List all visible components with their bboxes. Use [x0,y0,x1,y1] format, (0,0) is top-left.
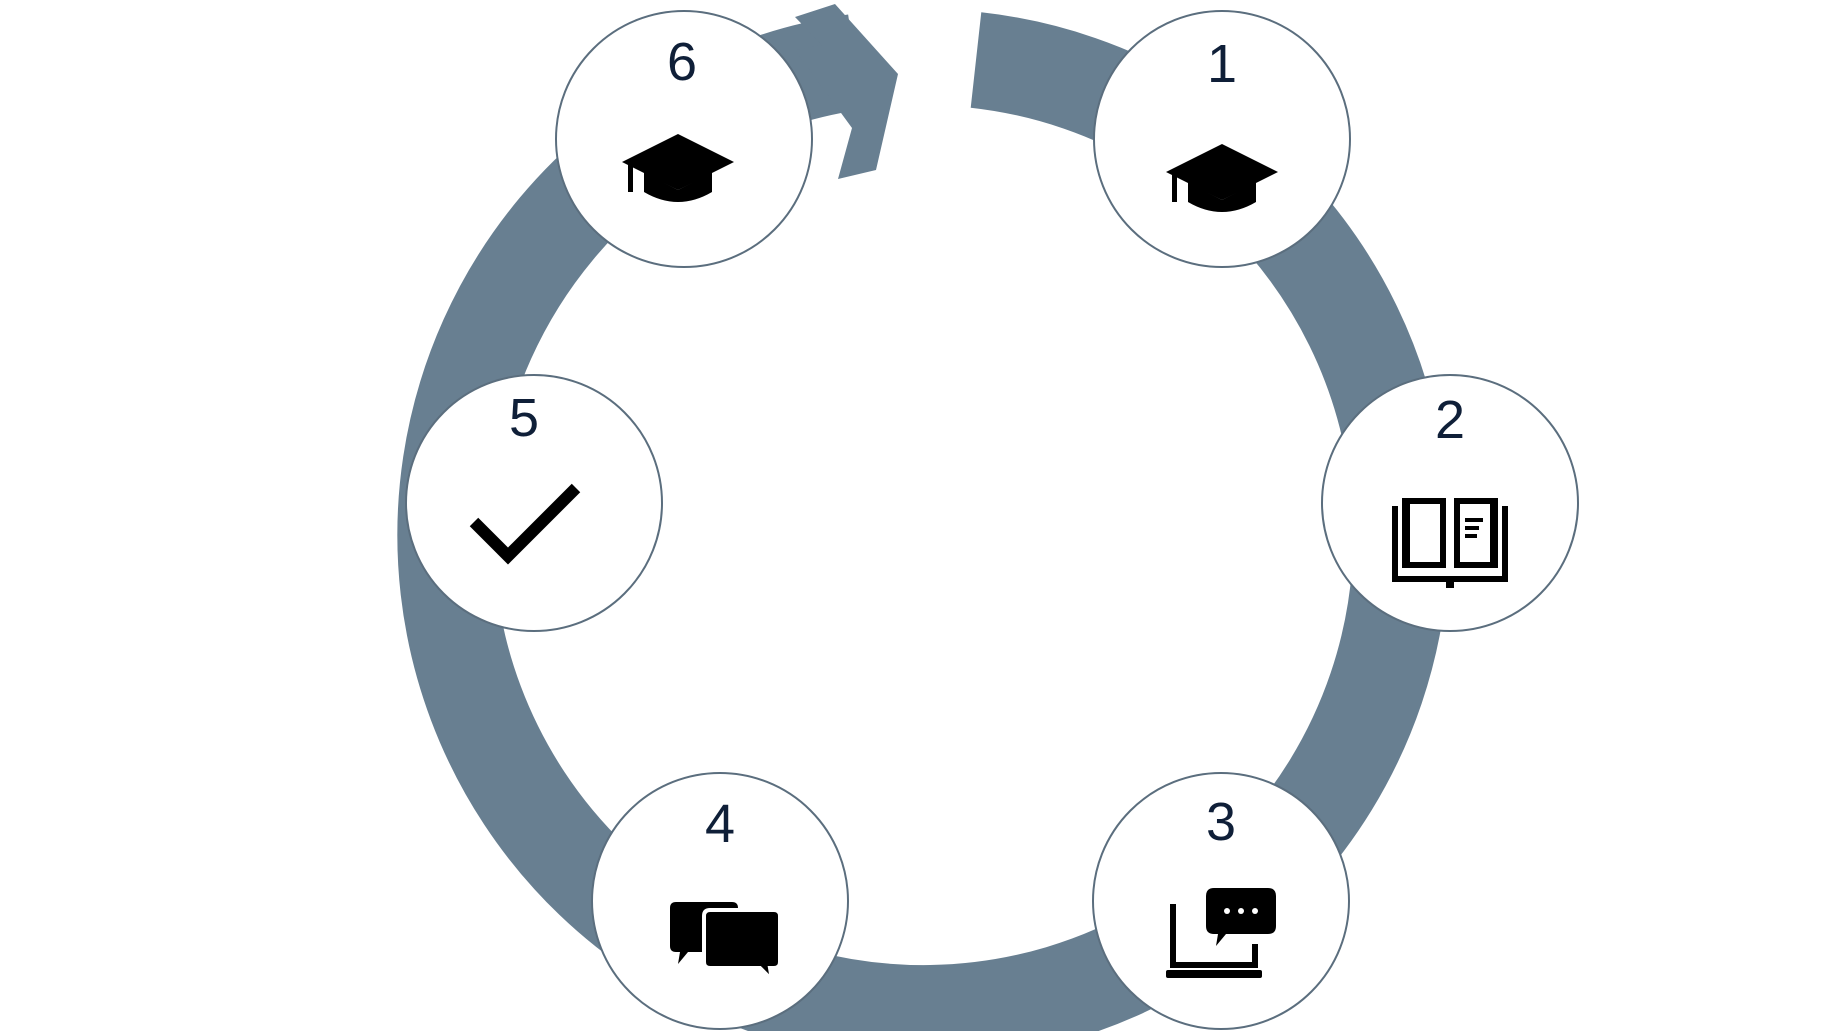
step-2-node: 2 [1321,374,1579,632]
cycle-ring [397,4,1450,1031]
step-1-node: 1 [1093,10,1351,268]
graduation-cap-icon [1166,144,1278,212]
step-1-number: 1 [1207,34,1237,94]
graduation-cap-icon [622,134,734,202]
step-3-number: 3 [1206,792,1236,852]
step-2-circle [1321,374,1579,632]
cycle-arrowhead [795,4,898,179]
step-5-node: 5 [405,374,663,632]
checkmark-icon [469,483,581,565]
step-5-circle [405,374,663,632]
cycle-arc [397,12,1450,1031]
step-4-circle [591,772,849,1030]
step-2-number: 2 [1435,390,1465,450]
step-6-number: 6 [667,32,697,92]
open-book-icon [1392,498,1508,588]
chat-bubbles-icon [670,902,782,986]
step-3-node: 3 [1092,772,1350,1030]
step-4-number: 4 [705,794,735,854]
step-6-node: 6 [555,10,813,268]
laptop-chat-icon [1166,888,1276,978]
step-4-node: 4 [591,772,849,1030]
step-5-number: 5 [509,388,539,448]
step-1-circle [1093,10,1351,268]
